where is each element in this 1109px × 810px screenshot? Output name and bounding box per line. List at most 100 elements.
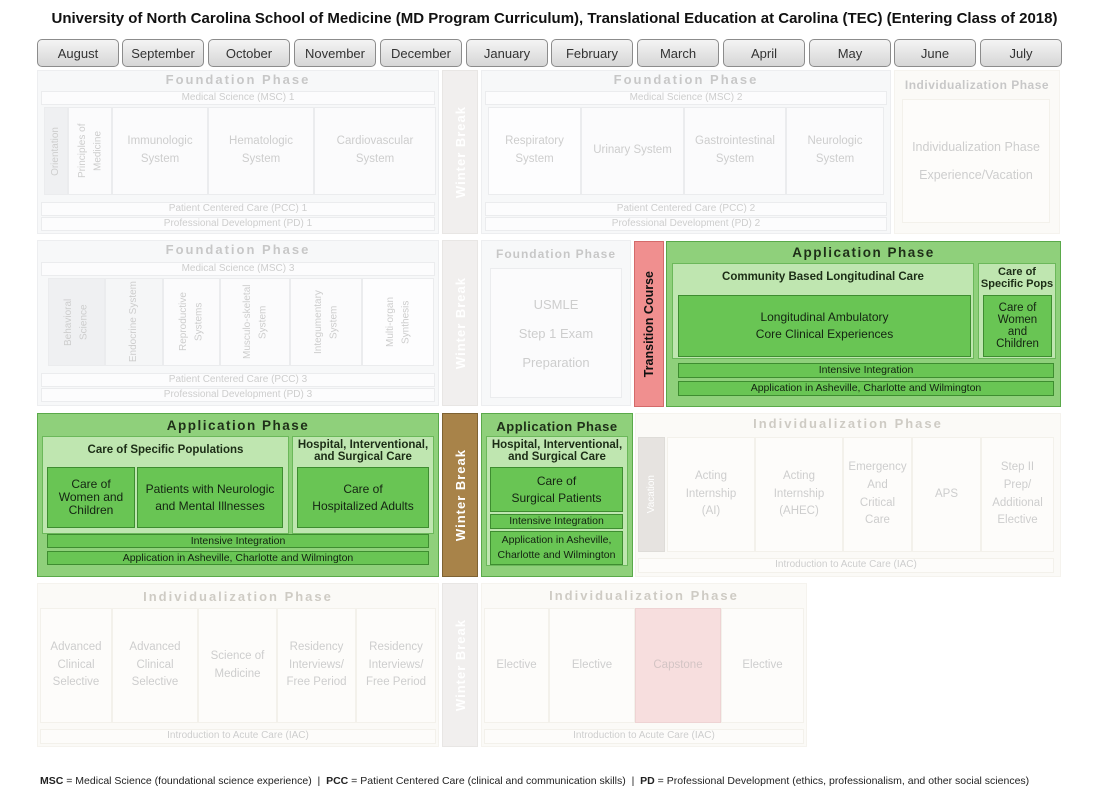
women-row2-line4: Children <box>996 338 1039 350</box>
row4-left-iac-strip: Introduction to Acute Care (IAC) <box>40 729 436 744</box>
month-august: August <box>37 39 119 67</box>
footer-pcc-abbr: PCC <box>326 775 349 787</box>
longitudinal-ambulatory-block: Longitudinal Ambulatory Core Clinical Ex… <box>678 295 971 357</box>
ri2-line1: Residency <box>369 640 423 653</box>
women-line1: Care of <box>71 477 111 491</box>
row3-iac-strip: Introduction to Acute Care (IAC) <box>638 558 1054 573</box>
neuro-line2: and Mental Illnesses <box>155 498 265 513</box>
usmle-line1: USMLE <box>533 296 579 312</box>
indiv-experience-line2: Experience/Vacation <box>919 168 1033 182</box>
row3-intensive-integration: Intensive Integration <box>47 534 429 548</box>
ai-line1: Acting <box>695 469 727 482</box>
pd3-strip: Professional Development (PD) 3 <box>41 388 435 402</box>
ecc-line1: Emergency <box>848 460 907 473</box>
winter-break-row1-label: Winter Break <box>452 105 468 199</box>
advanced-clinical-selective-2: Advanced Clinical Selective <box>112 608 198 723</box>
pd2-strip: Professional Development (PD) 2 <box>485 217 887 231</box>
science-of-medicine-block: Science of Medicine <box>198 608 277 723</box>
pcc1-strip: Patient Centered Care (PCC) 1 <box>41 202 435 216</box>
acs2-line3: Selective <box>131 676 179 689</box>
acs1-line3: Selective <box>52 676 100 689</box>
aps-block: APS <box>912 437 981 552</box>
month-november: November <box>294 39 376 67</box>
immunologic-block: Immunologic System <box>112 107 208 195</box>
month-february: February <box>551 39 633 67</box>
row1-individualization-panel <box>894 70 1060 234</box>
acting-internship-ahec-block: Acting Internship (AHEC) <box>755 437 843 552</box>
footer-pcc-text: = Patient Centered Care (clinical and co… <box>348 775 641 787</box>
capstone-block: Capstone <box>635 608 721 723</box>
row1-left-subtitle: Medical Science (MSC) 1 <box>41 91 435 105</box>
usmle-block: USMLE Step 1 Exam Preparation <box>490 268 622 398</box>
endocrine-block: Endocrine System <box>105 278 163 366</box>
respiratory-block: Respiratory System <box>488 107 581 195</box>
row4-left-phase-title: Individualization Phase <box>143 589 333 604</box>
women-row2-line2: Women <box>997 314 1038 326</box>
endocrine-label: Endocrine System <box>128 281 140 363</box>
hospitalized-adults-block: Care of Hospitalized Adults <box>297 467 429 528</box>
ai-line3: (AI) <box>701 505 721 518</box>
row3-left-application-title: Application Phase <box>166 418 310 433</box>
step2-line4: Elective <box>997 514 1038 527</box>
integumentary-label: Integumentary System <box>312 290 340 354</box>
footer-legend: MSC = Medical Science (foundational scie… <box>40 775 1029 787</box>
elective-2-block: Elective <box>549 608 635 723</box>
hospital-surgical-title-left: Hospital, Interventional, and Surgical C… <box>292 439 434 463</box>
care-pops-title: Care of Specific Pops <box>978 266 1056 290</box>
footer-pd-text: = Professional Development (ethics, prof… <box>654 775 1030 787</box>
longitudinal-line1: Longitudinal Ambulatory <box>760 310 889 324</box>
indiv-experience-block: Individualization Phase Experience/Vacat… <box>902 99 1050 223</box>
principles-block: Principles of Medicine <box>68 107 112 195</box>
care-pops-line2: Specific Pops <box>980 278 1054 290</box>
women-row2-line3: and <box>1007 326 1028 338</box>
ecc-line2: And <box>867 478 888 491</box>
acs1-line1: Advanced <box>50 640 102 653</box>
reproductive-label: Reproductive Systems <box>178 292 205 352</box>
residency-interviews-1: Residency Interviews/ Free Period <box>277 608 356 723</box>
row1-foundation-panel-left <box>37 70 439 234</box>
winter-break-row1: Winter Break <box>442 70 478 234</box>
winter-break-row2: Winter Break <box>442 240 478 406</box>
pcc3-strip: Patient Centered Care (PCC) 3 <box>41 373 435 387</box>
transition-course: Transition Course <box>634 241 664 407</box>
month-january: January <box>466 39 548 67</box>
musculoskeletal-label: Musculo-skeletal System <box>241 284 269 360</box>
asheville-mid-line1: Application in Asheville, <box>501 534 612 546</box>
winter-break-row4: Winter Break <box>442 583 478 747</box>
ecc-line4: Care <box>865 514 890 527</box>
hematologic-block: Hematologic System <box>208 107 314 195</box>
step2-line3: Additional <box>992 496 1043 509</box>
orientation-block: Orientation <box>44 107 68 195</box>
winter-break-row3-label: Winter Break <box>452 448 468 542</box>
row4-individualization-panel-right <box>481 583 807 747</box>
som-line1: Science of <box>210 649 265 662</box>
row2-application-title: Application Phase <box>792 245 935 260</box>
ri1-line2: Interviews/ <box>289 658 344 671</box>
reproductive-block: Reproductive Systems <box>163 278 220 366</box>
acs2-line2: Clinical <box>136 658 174 671</box>
transition-course-label: Transition Course <box>642 270 656 378</box>
urinary-block: Urinary System <box>581 107 684 195</box>
pd1-strip: Professional Development (PD) 1 <box>41 217 435 231</box>
page-title: University of North Carolina School of M… <box>51 10 1058 27</box>
gastrointestinal-block: Gastrointestinal System <box>684 107 786 195</box>
row2-left-subtitle: Medical Science (MSC) 3 <box>41 262 435 276</box>
ri1-line1: Residency <box>289 640 344 653</box>
usmle-phase-title: Foundation Phase <box>495 247 616 261</box>
acs1-line2: Clinical <box>57 658 95 671</box>
orientation-label: Orientation <box>50 126 62 176</box>
usmle-line3: Preparation <box>522 354 590 370</box>
neurologic-block: Neurologic System <box>786 107 884 195</box>
care-specific-populations-title: Care of Specific Populations <box>87 444 244 456</box>
hospital-left-line2: and Surgical Care <box>314 451 412 463</box>
ri2-line2: Interviews/ <box>368 658 424 671</box>
row2-intensive-integration: Intensive Integration <box>678 363 1054 378</box>
musculoskeletal-block: Musculo-skeletal System <box>220 278 290 366</box>
footer-pd-abbr: PD <box>640 775 655 787</box>
month-may: May <box>809 39 891 67</box>
row3-mid-intensive: Intensive Integration <box>490 514 623 529</box>
month-december: December <box>380 39 462 67</box>
row4-right-iac-strip: Introduction to Acute Care (IAC) <box>484 729 804 744</box>
care-pops-line1: Care of <box>998 266 1036 278</box>
principles-label: Principles of Medicine <box>76 123 104 179</box>
